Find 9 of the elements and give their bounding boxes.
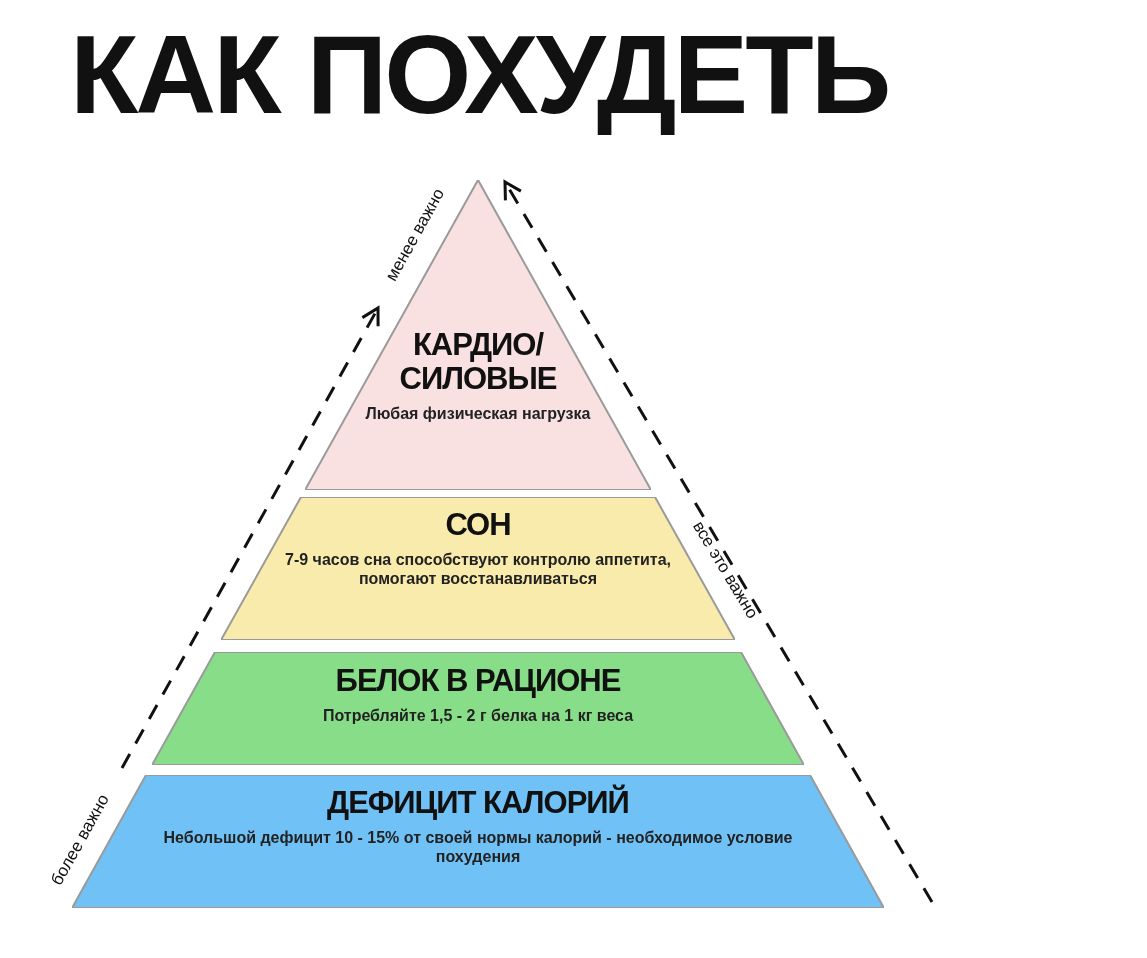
tier-heading: ДЕФИЦИТ КАЛОРИЙ bbox=[326, 786, 630, 820]
tier-heading: КАРДИО/ СИЛОВЫЕ bbox=[398, 328, 558, 396]
tier-heading: БЕЛОК В РАЦИОНЕ bbox=[334, 664, 622, 698]
tier-heading: СОН bbox=[444, 508, 512, 542]
tier-description: Небольшой дефицит 10 - 15% от своей нормы калорий - необходимое условие похудения bbox=[162, 828, 794, 866]
tier-description: Потребляйте 1,5 - 2 г белка на 1 кг веса bbox=[321, 706, 635, 725]
title: КАК ПОХУДЕТЬ bbox=[70, 11, 889, 139]
tier-description: 7-9 часов сна способствуют контролю аппетита, помогают восстанавливаться bbox=[284, 550, 672, 588]
tier-description: Любая физическая нагрузка bbox=[364, 404, 592, 423]
